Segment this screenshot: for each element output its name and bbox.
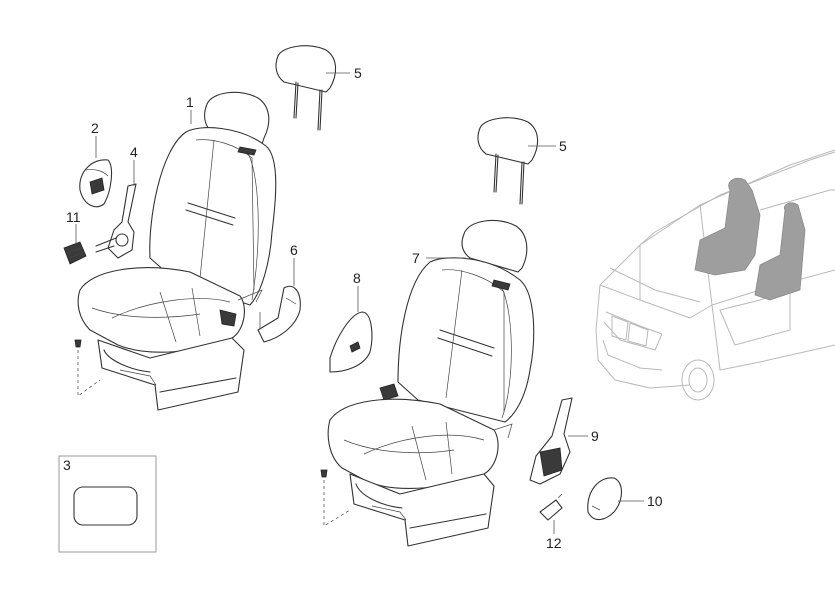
left-backrest <box>149 127 277 306</box>
round-cover-part-10 <box>587 477 623 521</box>
leader-lines <box>75 72 644 534</box>
callout-4: 4 <box>130 144 138 160</box>
van-front-seat-highlight <box>694 177 761 276</box>
callout-1: 1 <box>186 94 194 110</box>
callout-9: 9 <box>591 428 599 444</box>
handle-part-11 <box>63 241 87 265</box>
callout-3: 3 <box>63 457 71 473</box>
callout-5-middle: 5 <box>559 138 567 154</box>
callout-7: 7 <box>412 250 420 266</box>
callout-11: 11 <box>66 209 81 225</box>
right-headrest <box>461 219 528 273</box>
lever-part-12 <box>539 493 563 521</box>
left-seat-assembly <box>77 91 277 411</box>
recliner-part-4 <box>95 183 137 259</box>
right-bolt <box>320 469 328 478</box>
callout-10: 10 <box>647 493 663 509</box>
right-buckle <box>379 383 399 401</box>
left-buckle <box>219 309 237 327</box>
left-hardware <box>74 339 101 397</box>
recliner-part-9 <box>529 397 573 485</box>
headrest-part-5-top <box>275 45 337 131</box>
callout-8: 8 <box>353 270 361 286</box>
right-hardware <box>320 469 351 527</box>
callout-2: 2 <box>91 120 99 136</box>
headrest-part-5-middle <box>477 117 539 205</box>
side-shield-part-8 <box>329 311 373 373</box>
callout-5-top: 5 <box>354 65 362 81</box>
left-bolt <box>74 339 82 348</box>
cover-part-6 <box>257 285 301 343</box>
van-rear-seat-highlight <box>754 202 806 301</box>
inset-part-3 <box>58 455 157 553</box>
callout-6: 6 <box>290 242 298 258</box>
van-illustration <box>595 149 835 401</box>
callout-12: 12 <box>546 535 562 551</box>
side-trim-part-2 <box>79 159 113 208</box>
right-backrest <box>397 257 535 423</box>
right-seat-assembly <box>327 219 535 547</box>
